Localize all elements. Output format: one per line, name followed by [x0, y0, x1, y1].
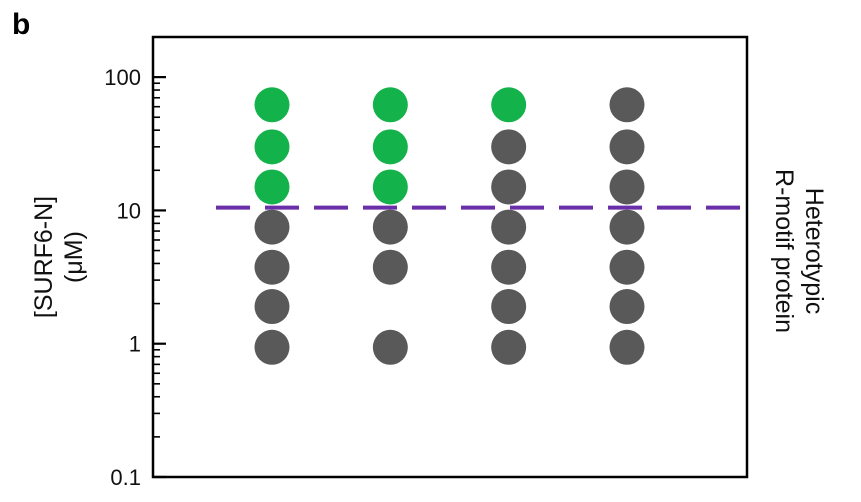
point-grey [254, 289, 290, 325]
point-grey [491, 289, 527, 325]
y-axis-ticks: 0.1 1 10 100 [104, 36, 166, 490]
point-green [254, 169, 290, 205]
point-green [254, 87, 290, 123]
point-grey [491, 329, 527, 365]
y-tick-label: 0.1 [110, 465, 141, 490]
point-green [491, 87, 527, 123]
point-grey [372, 329, 408, 365]
data-points [254, 87, 645, 365]
side-label-line: Heterotypic [800, 188, 828, 314]
point-grey [254, 329, 290, 365]
side-label-line: R-motif protein [770, 169, 798, 333]
point-grey [609, 249, 645, 285]
point-grey [609, 329, 645, 365]
point-grey [372, 209, 408, 245]
point-grey [609, 289, 645, 325]
point-green [372, 87, 408, 123]
y-tick-label: 1 [129, 332, 141, 357]
y-tick-label: 100 [104, 65, 141, 90]
point-grey [609, 169, 645, 205]
y-axis-label-line: [SURF6-N] [30, 196, 58, 318]
point-grey [491, 169, 527, 205]
panel-label: b [12, 8, 31, 41]
point-grey [609, 129, 645, 165]
point-grey [609, 209, 645, 245]
point-green [372, 129, 408, 165]
point-grey [491, 209, 527, 245]
y-axis-label-line: (μM) [60, 231, 88, 283]
y-tick-label: 10 [117, 198, 141, 223]
y-axis-label: [SURF6-N](μM) [30, 196, 88, 318]
point-grey [491, 249, 527, 285]
point-grey [254, 249, 290, 285]
plot-frame [151, 35, 749, 479]
point-green [254, 129, 290, 165]
point-grey [372, 249, 408, 285]
side-label: HeterotypicR-motif protein [770, 169, 828, 333]
point-grey [254, 209, 290, 245]
point-grey [609, 87, 645, 123]
point-grey [491, 129, 527, 165]
point-green [372, 169, 408, 205]
